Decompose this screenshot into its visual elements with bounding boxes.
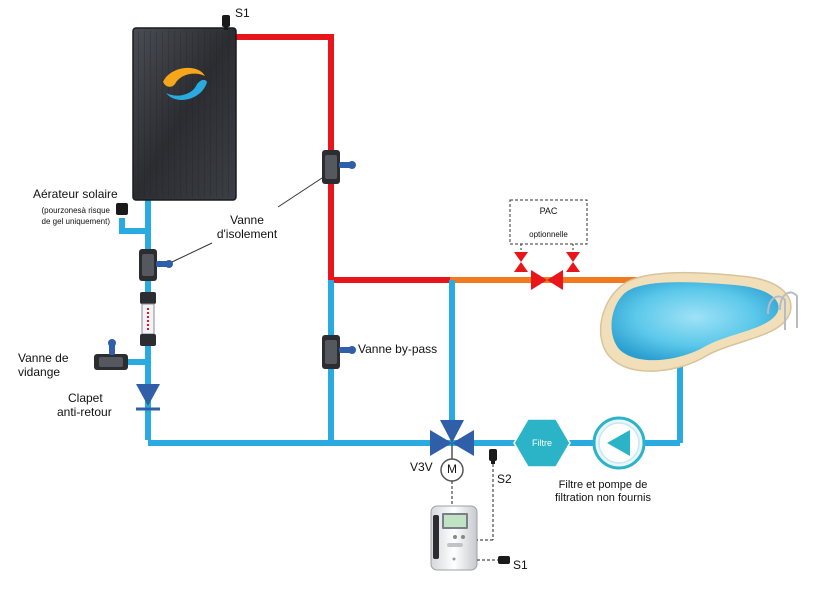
optionnelle-label: optionnelle — [529, 230, 568, 239]
sensor-icon — [222, 15, 230, 30]
pool-icon — [599, 271, 798, 372]
filtre-pompe-label-2: filtration non fournis — [555, 492, 651, 504]
brand-logo-icon — [163, 67, 207, 100]
sensor-icon — [489, 449, 497, 464]
three-way-valve-icon — [430, 420, 474, 459]
flowmeter-icon — [140, 292, 156, 346]
wiring — [451, 464, 498, 561]
pac-box — [509, 199, 588, 245]
aerator-icon — [116, 203, 128, 215]
check-valve-icon — [136, 384, 160, 411]
pac-label: PAC — [539, 206, 558, 216]
solar-panel-icon — [132, 27, 237, 201]
ball-valve-icon — [139, 249, 173, 281]
vanne-isolement-label-1: Vanne — [230, 213, 264, 227]
v3v-label: V3V — [410, 460, 433, 474]
filtre-pompe-label-1: Filtre et pompe de — [558, 479, 648, 491]
vanne-vidange-label-2: vidange — [18, 365, 61, 379]
aerateur-note-2: de gel uniquement) — [41, 217, 111, 226]
vanne-vidange-label-1: Vanne de — [18, 351, 69, 365]
filtre-label: Filtre — [532, 438, 552, 448]
aerateur-note-1: (pourzonesà risque — [41, 206, 110, 215]
ball-valve-icon — [322, 335, 356, 369]
vanne-bypass-label: Vanne by-pass — [358, 342, 438, 356]
clapet-label-1: Clapet — [68, 391, 103, 405]
pac-valve-icon — [514, 244, 580, 290]
drain-valve-icon — [94, 339, 148, 370]
clapet-label-2: anti-retour — [57, 405, 112, 419]
s2-label: S2 — [497, 472, 512, 486]
filter-icon — [513, 418, 571, 468]
pump-icon — [592, 416, 646, 470]
controller-icon — [430, 505, 478, 571]
cold-pipes — [119, 200, 683, 446]
hot-pipes — [236, 34, 450, 283]
motor-label: M — [447, 462, 457, 476]
ball-valve-icon — [322, 150, 356, 184]
s1-bottom-label: S1 — [513, 558, 528, 572]
sensor-icon — [498, 556, 510, 564]
aerateur-label: Aérateur solaire — [33, 187, 118, 201]
vanne-isolement-label-2: d'isolement — [216, 227, 278, 241]
leader-lines — [171, 177, 323, 263]
s1-top-label: S1 — [235, 6, 250, 20]
